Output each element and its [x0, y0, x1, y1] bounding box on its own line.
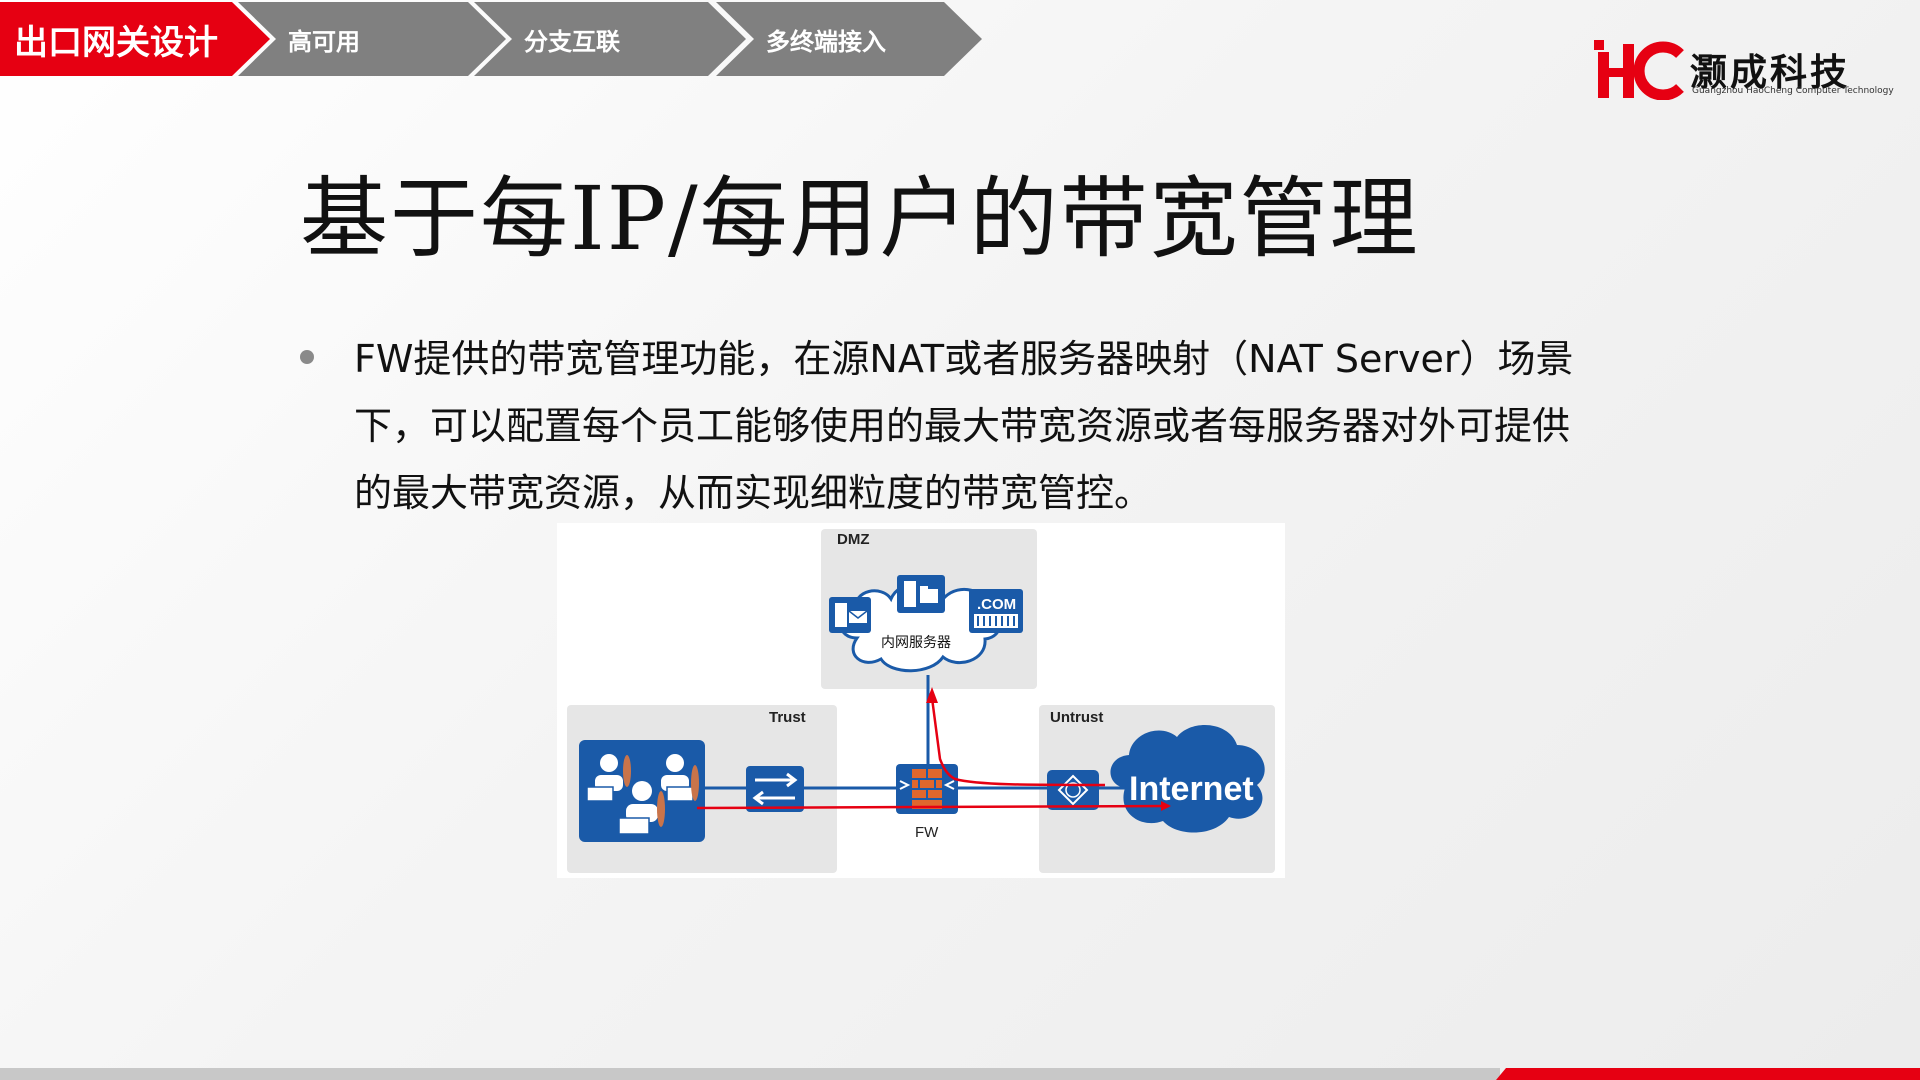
router-icon	[1047, 770, 1099, 810]
users-group-icon	[579, 740, 705, 842]
mail-server-icon	[829, 597, 871, 633]
nav-tab-high-availability[interactable]: 高可用	[238, 2, 506, 76]
firewall-label: FW	[915, 824, 939, 841]
network-diagram-svg: DMZ Trust Untrust 内网服务器	[567, 529, 1275, 873]
nav-tab-label: 多终端接入	[766, 27, 886, 56]
web-server-icon	[969, 589, 1023, 633]
trust-zone-label: Trust	[769, 709, 806, 726]
web-server-com-label: .COM	[977, 596, 1016, 613]
file-server-icon	[897, 575, 945, 613]
nav-tab-label: 高可用	[288, 27, 360, 56]
intranet-server-label: 内网服务器	[881, 635, 951, 651]
nav-tab-active-label: 出口网关设计	[14, 22, 218, 63]
firewall-icon	[896, 764, 958, 814]
footer-bar-grey	[0, 1068, 1500, 1080]
untrust-zone-label: Untrust	[1050, 709, 1103, 726]
switch-icon	[746, 766, 804, 812]
dmz-zone-label: DMZ	[837, 531, 870, 548]
page-title: 基于每IP/每用户的带宽管理	[300, 167, 1420, 270]
nav-tab-active[interactable]: 出口网关设计	[0, 2, 270, 76]
nav-tab-label: 分支互联	[524, 27, 620, 56]
body-paragraph: FW提供的带宽管理功能，在源NAT或者服务器映射（NAT Server）场景下，…	[354, 337, 1574, 515]
bandwidth-flow-paths	[696, 687, 1171, 811]
logo-company-name: 灏成科技	[1690, 50, 1850, 94]
bullet-dot	[300, 350, 314, 364]
hc-logo-mark	[1594, 40, 1684, 100]
network-diagram: DMZ Trust Untrust 内网服务器	[557, 523, 1285, 878]
footer-bar-red	[1496, 1068, 1920, 1080]
section-nav: 出口网关设计 高可用 分支互联 多终端接入	[0, 0, 990, 78]
nav-tab-branch-interconnect[interactable]: 分支互联	[474, 2, 746, 76]
nav-tab-multi-terminal[interactable]: 多终端接入	[716, 2, 982, 76]
logo-subtitle: Guangzhou HaoCheng Computer Technology	[1692, 86, 1894, 96]
internet-label: Internet	[1129, 770, 1254, 808]
company-logo: 灏成科技 Guangzhou HaoCheng Computer Technol…	[1592, 36, 1894, 106]
